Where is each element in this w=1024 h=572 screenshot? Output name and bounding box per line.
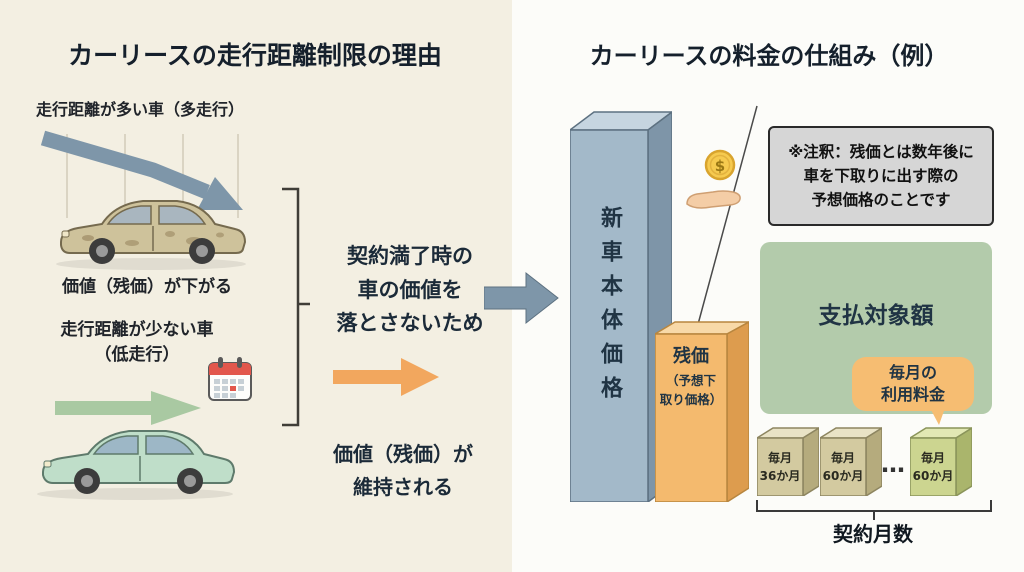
month-line2: 60か月 xyxy=(912,469,954,483)
month-line1: 毎月 xyxy=(920,451,945,465)
month-box-60 xyxy=(820,427,882,496)
reason-text: 契約満了時の 車の価値を 落とさないため xyxy=(336,244,484,336)
monthly-fee-callout-tail xyxy=(930,408,945,425)
month-line2: 60か月 xyxy=(822,469,864,483)
month-box-60-green xyxy=(910,427,972,496)
price-split-line xyxy=(696,105,758,329)
left-panel-title: カーリースの走行距離制限の理由 xyxy=(68,41,442,70)
old-car-icon xyxy=(56,200,247,270)
forward-arrow-icon xyxy=(55,391,201,425)
month-line1: 毎月 xyxy=(830,451,855,465)
decline-arrow-icon xyxy=(40,130,243,218)
note-box: ※注釈：残価とは数年後に 車を下取りに出す際の 予想価格のことです xyxy=(768,126,994,226)
monthly-fee-callout: 毎月の 利用料金 xyxy=(852,357,974,411)
coin-hand-icon: $ xyxy=(686,149,741,209)
month-line1: 毎月 xyxy=(767,451,792,465)
month-box-60-green-label: 毎月 60か月 xyxy=(910,438,956,496)
month-box-60-label: 毎月 60か月 xyxy=(820,438,866,496)
month-box-36-label: 毎月 36か月 xyxy=(757,438,803,496)
months-ellipsis: … xyxy=(881,450,905,478)
note-text: ※注釈：残価とは数年後に 車を下取りに出す際の 予想価格のことです xyxy=(788,142,974,209)
value-drops-label: 価値（残価）が下がる xyxy=(62,277,232,297)
right-panel-title: カーリースの料金の仕組み（例） xyxy=(589,42,949,70)
contract-months-bracket xyxy=(756,500,992,520)
low-mileage-label: 走行距離が少ない車 （低走行） xyxy=(60,320,214,365)
new-car-price-label: 新車本体価格 xyxy=(597,206,622,410)
residual-value-bar xyxy=(655,321,749,502)
transition-arrow-icon xyxy=(484,271,559,325)
contract-months-label: 契約月数 xyxy=(833,522,913,546)
high-mileage-label: 走行距離が多い車（多走行） xyxy=(36,100,245,119)
calendar-icon xyxy=(208,357,252,401)
residual-value-sublabel: （予想下 取り価格） xyxy=(659,373,723,407)
value-maintained-label: 価値（残価）が 維持される xyxy=(333,442,473,499)
new-car-price-label-wrap: 新車本体価格 xyxy=(570,132,648,484)
payment-amount-label: 支払対象額 xyxy=(818,303,934,329)
month-line2: 36か月 xyxy=(759,469,801,483)
maintain-arrow-icon xyxy=(333,358,439,396)
month-box-36 xyxy=(757,427,819,496)
new-car-icon xyxy=(37,430,236,500)
grouping-bracket xyxy=(282,187,310,427)
residual-value-label: 残価 xyxy=(673,346,709,367)
coin-symbol: $ xyxy=(715,157,725,175)
